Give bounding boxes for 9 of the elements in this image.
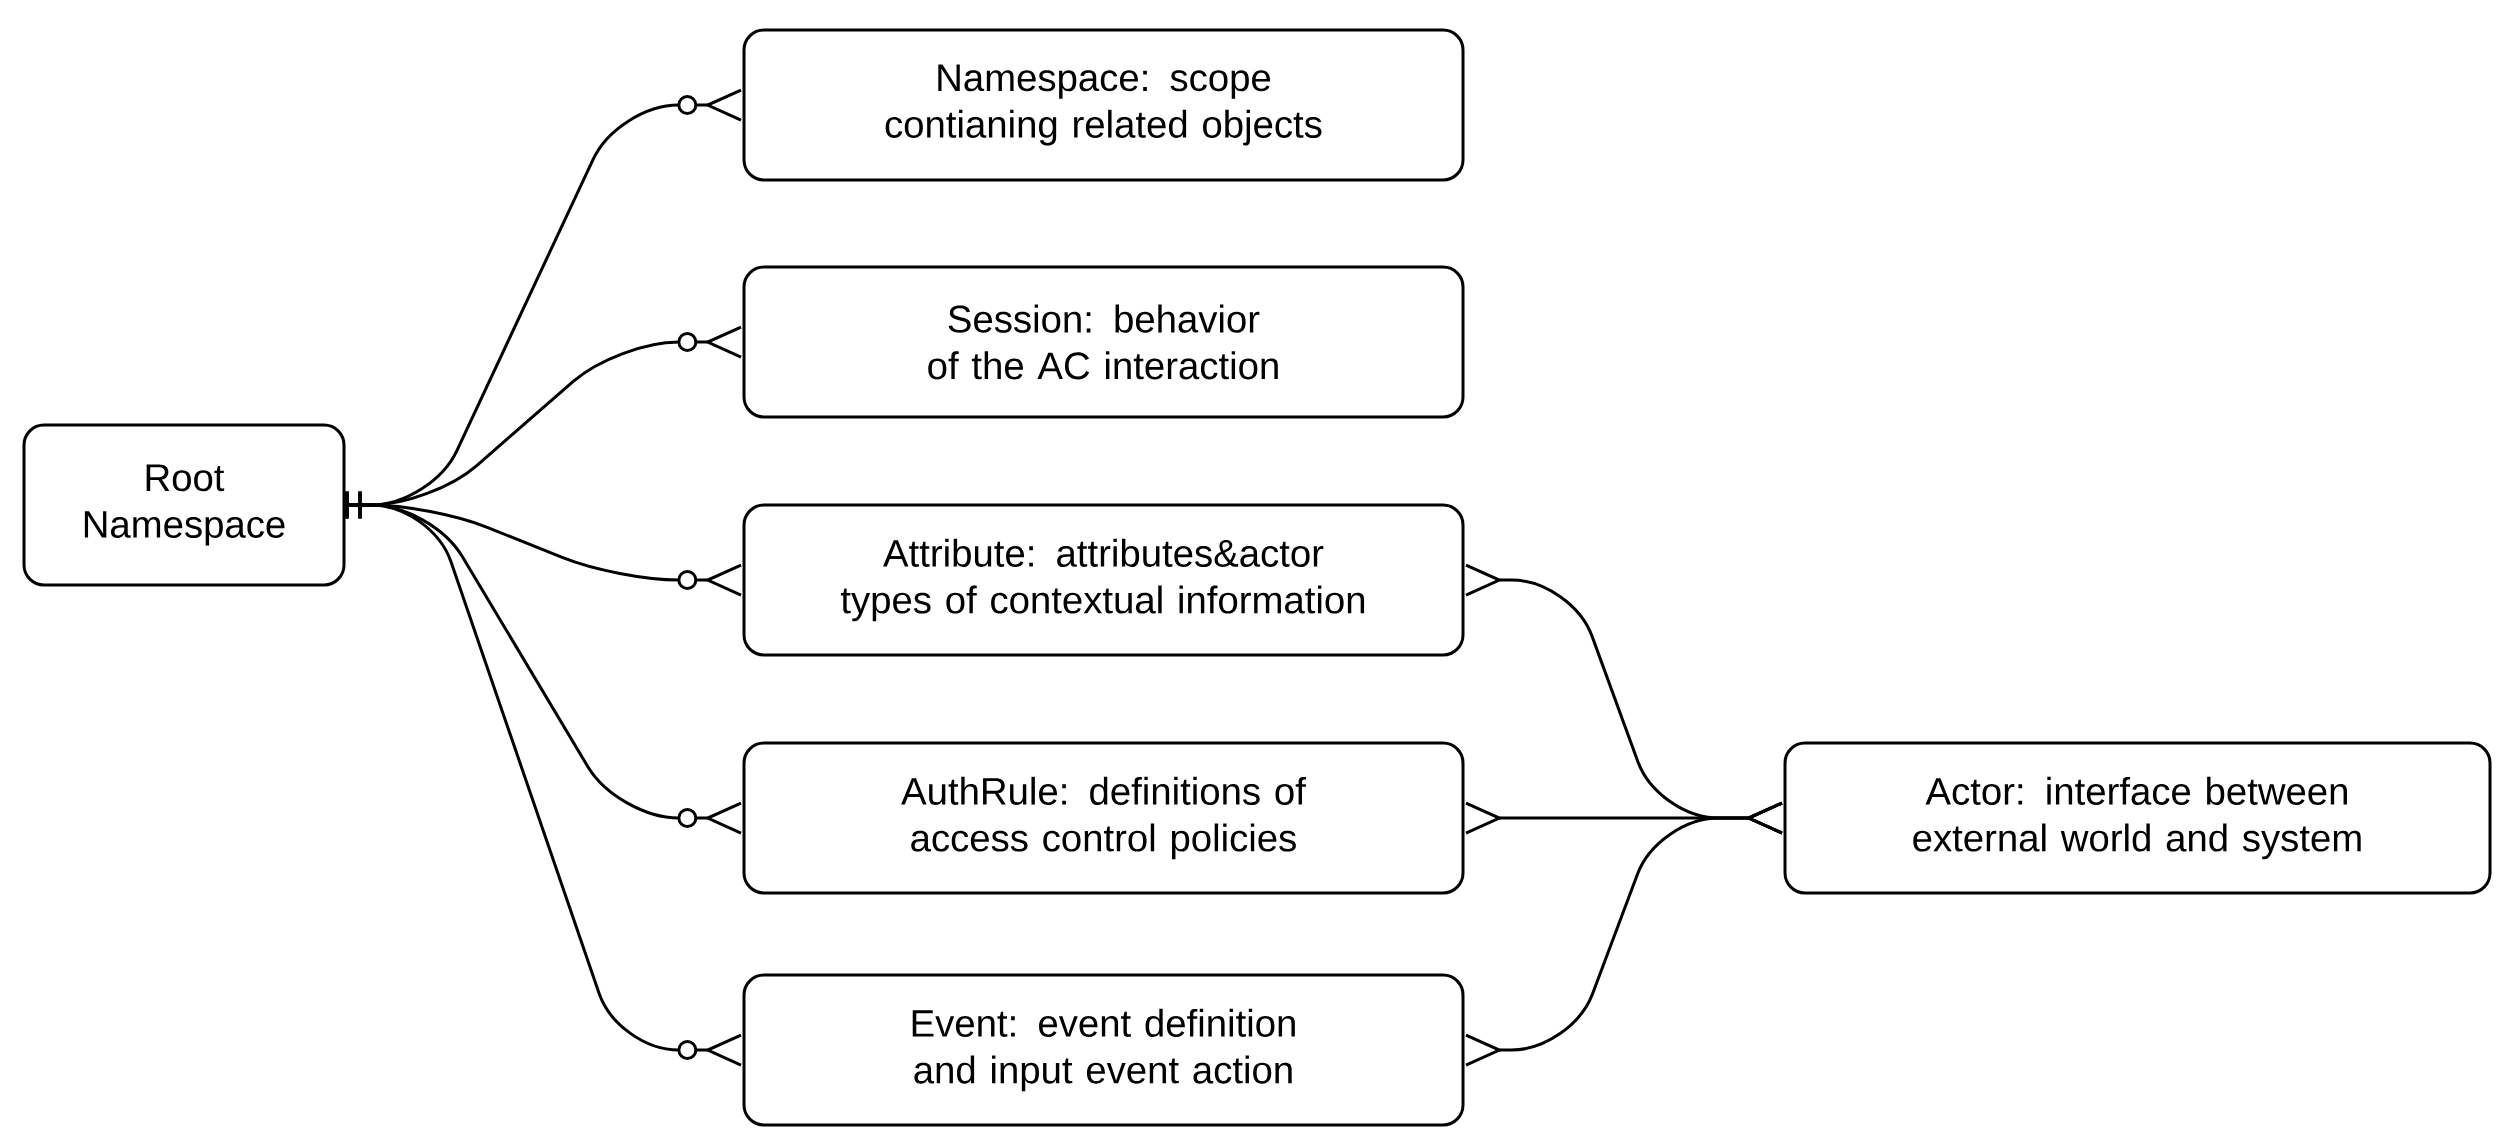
entity-box: Namespace: scope contianing related objects (742, 28, 1465, 182)
entity-box: Event: event definition and input event action (742, 973, 1465, 1127)
entity-box: AuthRule: definitions of access control policies (742, 741, 1465, 895)
entity-box: Session: behavior of the AC interaction (742, 265, 1465, 419)
entity-box: Attribute: attributes&actor types of contextual information (742, 503, 1465, 657)
entity-box: Root Namespace (22, 423, 346, 587)
entity-box: Actor: interface between external world and system (1783, 741, 2492, 895)
relationship-line (1465, 801, 1783, 1067)
relationship-line (345, 491, 742, 1067)
